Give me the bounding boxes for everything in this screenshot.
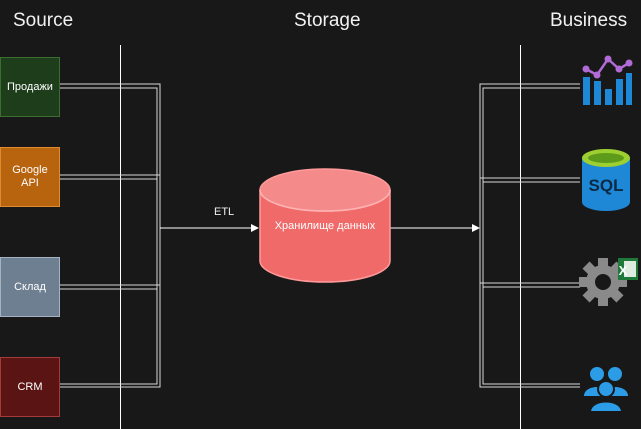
source-crm-label: CRM [17,380,43,393]
source-sales-label: Продажи [7,80,53,93]
sql-database-icon: SQL [582,149,630,211]
source-bus [60,83,161,388]
gear-excel-icon: X [579,258,638,306]
business-bus [479,83,580,388]
data-warehouse-label: Хранилище данных [274,220,376,232]
source-warehouse-label: Склад [14,280,46,293]
data-warehouse-cylinder[interactable] [259,168,391,284]
source-sales-box[interactable]: Продажи [0,57,60,117]
users-group-icon [584,367,628,413]
business-heading: Business [550,10,628,31]
svg-text:X: X [619,263,628,278]
bar-line-chart-icon [582,55,633,105]
sql-text: SQL [589,176,624,195]
source-crm-box[interactable]: CRM [0,357,60,417]
source-warehouse-box[interactable]: Склад [0,257,60,317]
source-google-api-box[interactable]: Google API [0,147,60,207]
etl-label: ETL [214,206,235,218]
source-google-api-label: Google API [12,164,48,189]
storage-heading: Storage [294,10,361,31]
source-heading: Source [13,10,74,31]
